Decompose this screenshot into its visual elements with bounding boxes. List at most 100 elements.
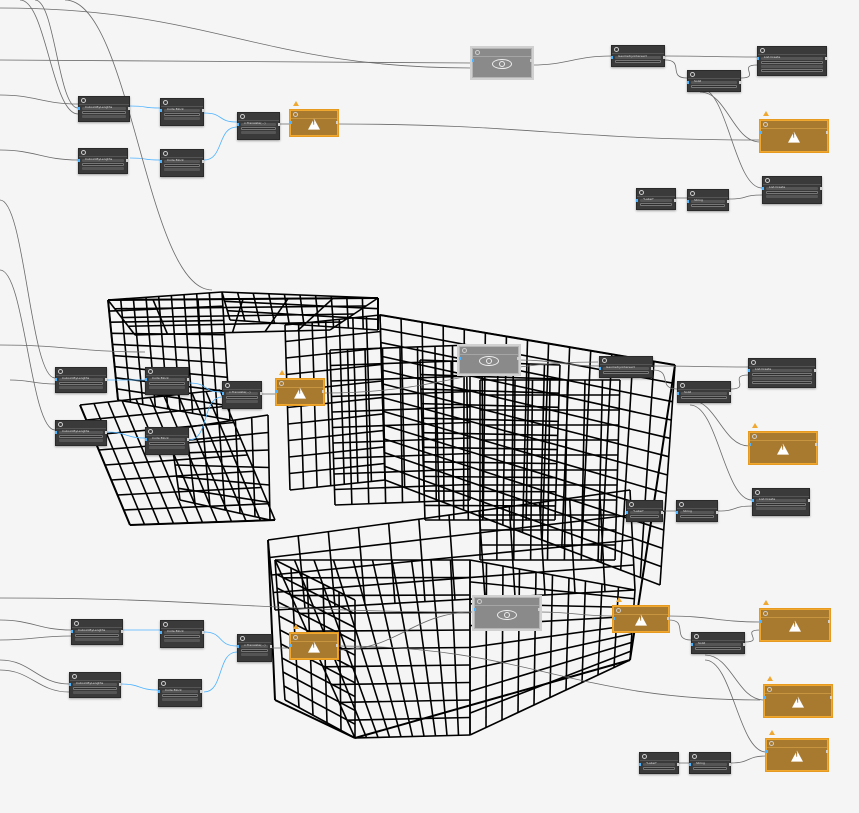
graph-node-n12[interactable]: List.Create — [762, 176, 822, 204]
connector-wire[interactable] — [337, 611, 475, 651]
node-header[interactable] — [161, 621, 203, 629]
output-port[interactable] — [677, 763, 679, 766]
node-port-row[interactable] — [149, 382, 185, 385]
connector-wire[interactable] — [188, 396, 223, 441]
graph-node-n17[interactable]: x.Translate(...) — [222, 381, 262, 409]
graph-node-n29[interactable]: Cuboid.ByLengths — [71, 619, 123, 645]
node-header[interactable] — [238, 635, 271, 643]
input-port[interactable] — [290, 121, 292, 124]
connector-wire[interactable] — [337, 645, 761, 701]
output-port[interactable] — [322, 390, 324, 393]
graph-node-n3[interactable]: x.Translate(...) — [237, 112, 280, 140]
node-port-row[interactable] — [630, 511, 659, 514]
graph-node-n23[interactable]: Solid — [677, 381, 731, 403]
node-header[interactable] — [761, 121, 827, 129]
node-header[interactable] — [70, 673, 120, 681]
graph-node-n13[interactable]: "Label" — [636, 188, 676, 210]
input-port[interactable] — [639, 763, 641, 766]
node-port-row[interactable] — [164, 631, 200, 634]
input-port[interactable] — [760, 131, 762, 134]
connector-wire[interactable] — [0, 59, 473, 64]
node-port-row[interactable] — [59, 435, 103, 438]
node-port-row[interactable] — [630, 515, 659, 518]
node-port-row[interactable] — [691, 81, 737, 84]
graph-node-n37[interactable]: Solid — [691, 632, 745, 654]
graph-node-n24[interactable]: List.Create — [748, 358, 816, 388]
node-port-row[interactable] — [643, 763, 675, 766]
output-port[interactable] — [808, 499, 810, 502]
connector-wire[interactable] — [744, 629, 761, 643]
output-port[interactable] — [105, 431, 107, 434]
node-port-row[interactable] — [691, 200, 725, 203]
node-header[interactable] — [56, 421, 106, 429]
connector-wire[interactable] — [0, 94, 79, 105]
node-port-row[interactable] — [149, 386, 185, 389]
output-port[interactable] — [828, 620, 830, 623]
node-port-row[interactable] — [164, 164, 200, 167]
node-header[interactable] — [146, 368, 188, 376]
node-port-row[interactable] — [59, 378, 103, 381]
connector-wire[interactable] — [539, 611, 614, 617]
connector-wire[interactable] — [704, 659, 767, 753]
node-header[interactable] — [79, 97, 129, 105]
node-header[interactable] — [56, 368, 106, 376]
node-port-row[interactable] — [241, 645, 268, 648]
input-port[interactable] — [687, 200, 689, 203]
input-port[interactable] — [69, 683, 71, 686]
connector-wire[interactable] — [518, 359, 600, 367]
frozen-node-n35[interactable] — [474, 597, 540, 629]
node-port-row[interactable] — [164, 639, 200, 642]
output-port[interactable] — [517, 357, 519, 360]
warning-node-n18[interactable] — [276, 379, 324, 405]
connector-wire[interactable] — [0, 149, 79, 161]
node-port-row[interactable] — [756, 507, 806, 510]
output-port[interactable] — [119, 683, 121, 686]
node-port-row[interactable] — [643, 767, 675, 770]
graph-node-n33[interactable]: Cuboid.ByLengths — [69, 672, 121, 698]
connector-wire[interactable] — [740, 64, 758, 79]
input-port[interactable] — [474, 608, 476, 611]
node-header[interactable] — [767, 740, 827, 748]
node-port-row[interactable] — [162, 694, 198, 697]
node-header[interactable] — [763, 177, 821, 185]
node-port-row[interactable] — [149, 446, 185, 449]
connector-wire[interactable] — [64, 0, 213, 291]
node-port-row[interactable] — [766, 191, 818, 194]
node-port-row[interactable] — [82, 167, 124, 170]
warning-node-n38[interactable] — [760, 609, 830, 641]
node-port-row[interactable] — [149, 438, 185, 441]
output-port[interactable] — [743, 643, 745, 646]
node-port-row[interactable] — [693, 767, 727, 770]
input-port[interactable] — [766, 750, 768, 753]
connector-wire[interactable] — [717, 505, 753, 512]
connector-wire[interactable] — [668, 619, 692, 641]
node-port-row[interactable] — [82, 159, 124, 162]
output-port[interactable] — [830, 696, 832, 699]
connector-wire[interactable] — [668, 615, 761, 623]
node-port-row[interactable] — [164, 109, 200, 112]
output-port[interactable] — [200, 690, 202, 693]
node-port-row[interactable] — [82, 115, 126, 118]
graph-node-n22[interactable]: Geometry.Intersect — [599, 356, 653, 378]
connector-wire[interactable] — [699, 87, 763, 189]
output-port[interactable] — [716, 511, 718, 514]
connector-wire[interactable] — [0, 199, 56, 379]
output-port[interactable] — [663, 56, 665, 59]
node-port-row[interactable] — [73, 683, 117, 686]
input-port[interactable] — [237, 123, 239, 126]
graph-node-n1[interactable]: Cuboid.ByLengths — [78, 96, 130, 122]
graph-node-n9[interactable]: Solid — [687, 70, 741, 92]
input-port[interactable] — [145, 438, 147, 441]
connector-wire[interactable] — [0, 7, 473, 69]
node-port-row[interactable] — [691, 204, 725, 207]
node-port-row[interactable] — [59, 439, 103, 442]
graph-node-n27[interactable]: "Label" — [626, 500, 663, 522]
node-port-row[interactable] — [756, 499, 806, 502]
connector-wire[interactable] — [0, 344, 146, 353]
connector-wire[interactable] — [531, 55, 612, 66]
warning-node-n39[interactable] — [764, 685, 832, 717]
node-port-row[interactable] — [691, 85, 737, 88]
node-port-row[interactable] — [681, 396, 727, 399]
input-port[interactable] — [748, 369, 750, 372]
node-port-row[interactable] — [761, 57, 823, 60]
